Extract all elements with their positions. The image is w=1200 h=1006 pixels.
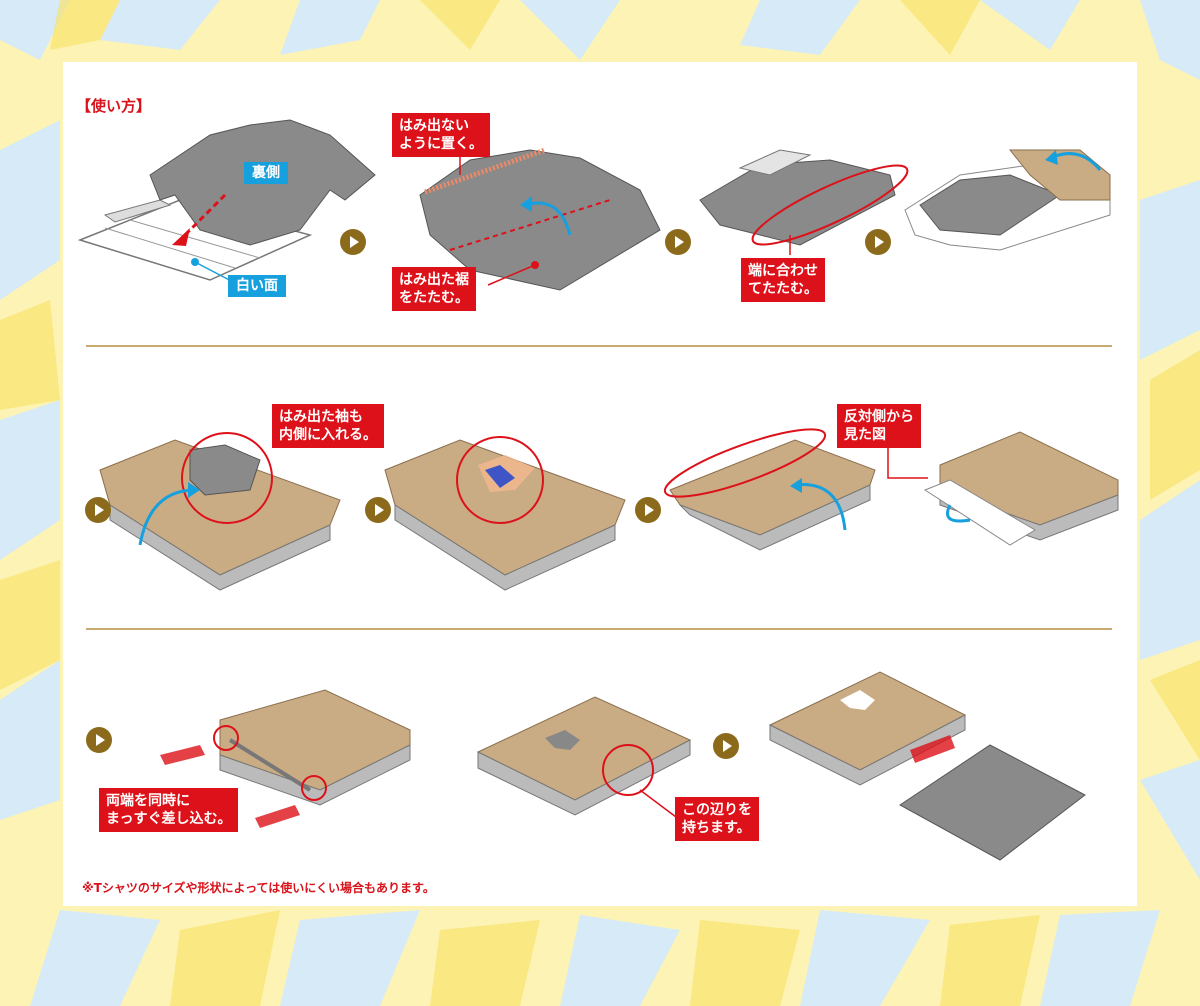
label-insert-both-ends: 両端を同時に まっすぐ差し込む。 [99, 788, 239, 832]
shirt-folded-sides [904, 149, 1111, 251]
label-back-side: 裏側 [244, 162, 288, 184]
label-do-not-overhang: はみ出ない ように置く。 [392, 113, 490, 157]
step-arrow-icon [713, 733, 739, 759]
step-arrow-icon [86, 727, 112, 753]
step-arrow-icon [85, 497, 111, 523]
folded-board-other-side [887, 431, 1119, 546]
board-folded-step5 [99, 432, 341, 591]
footnote: ※Tシャツのサイズや形状によっては使いにくい場合もあります。 [82, 881, 435, 895]
step-arrow-icon [365, 497, 391, 523]
step-arrow-icon [340, 229, 366, 255]
shirt-on-board [419, 147, 661, 291]
label-fold-to-edge: 端に合わせ てたたむ。 [741, 258, 825, 302]
board-hold [476, 696, 692, 821]
step-arrow-icon [665, 229, 691, 255]
label-hold-here: この辺りを 持ちます。 [675, 797, 759, 841]
divider-2 [86, 628, 1112, 630]
shirt-folded-bottom [699, 149, 909, 255]
step-arrow-icon [635, 497, 661, 523]
board-insert [160, 689, 411, 828]
board-folded-step7 [663, 428, 876, 551]
label-fold-hem: はみ出た裾 をたたむ。 [392, 267, 476, 311]
step-arrow-icon [865, 229, 891, 255]
label-opposite-view: 反対側から 見た図 [837, 404, 921, 448]
board-folded-step6 [384, 436, 626, 591]
divider-1 [86, 345, 1112, 347]
section-title: 【使い方】 [76, 97, 152, 115]
label-white-side: 白い面 [228, 275, 286, 297]
label-tuck-sleeve: はみ出た袖も 内側に入れる。 [272, 404, 384, 448]
board-and-folded-shirt [768, 671, 1086, 861]
